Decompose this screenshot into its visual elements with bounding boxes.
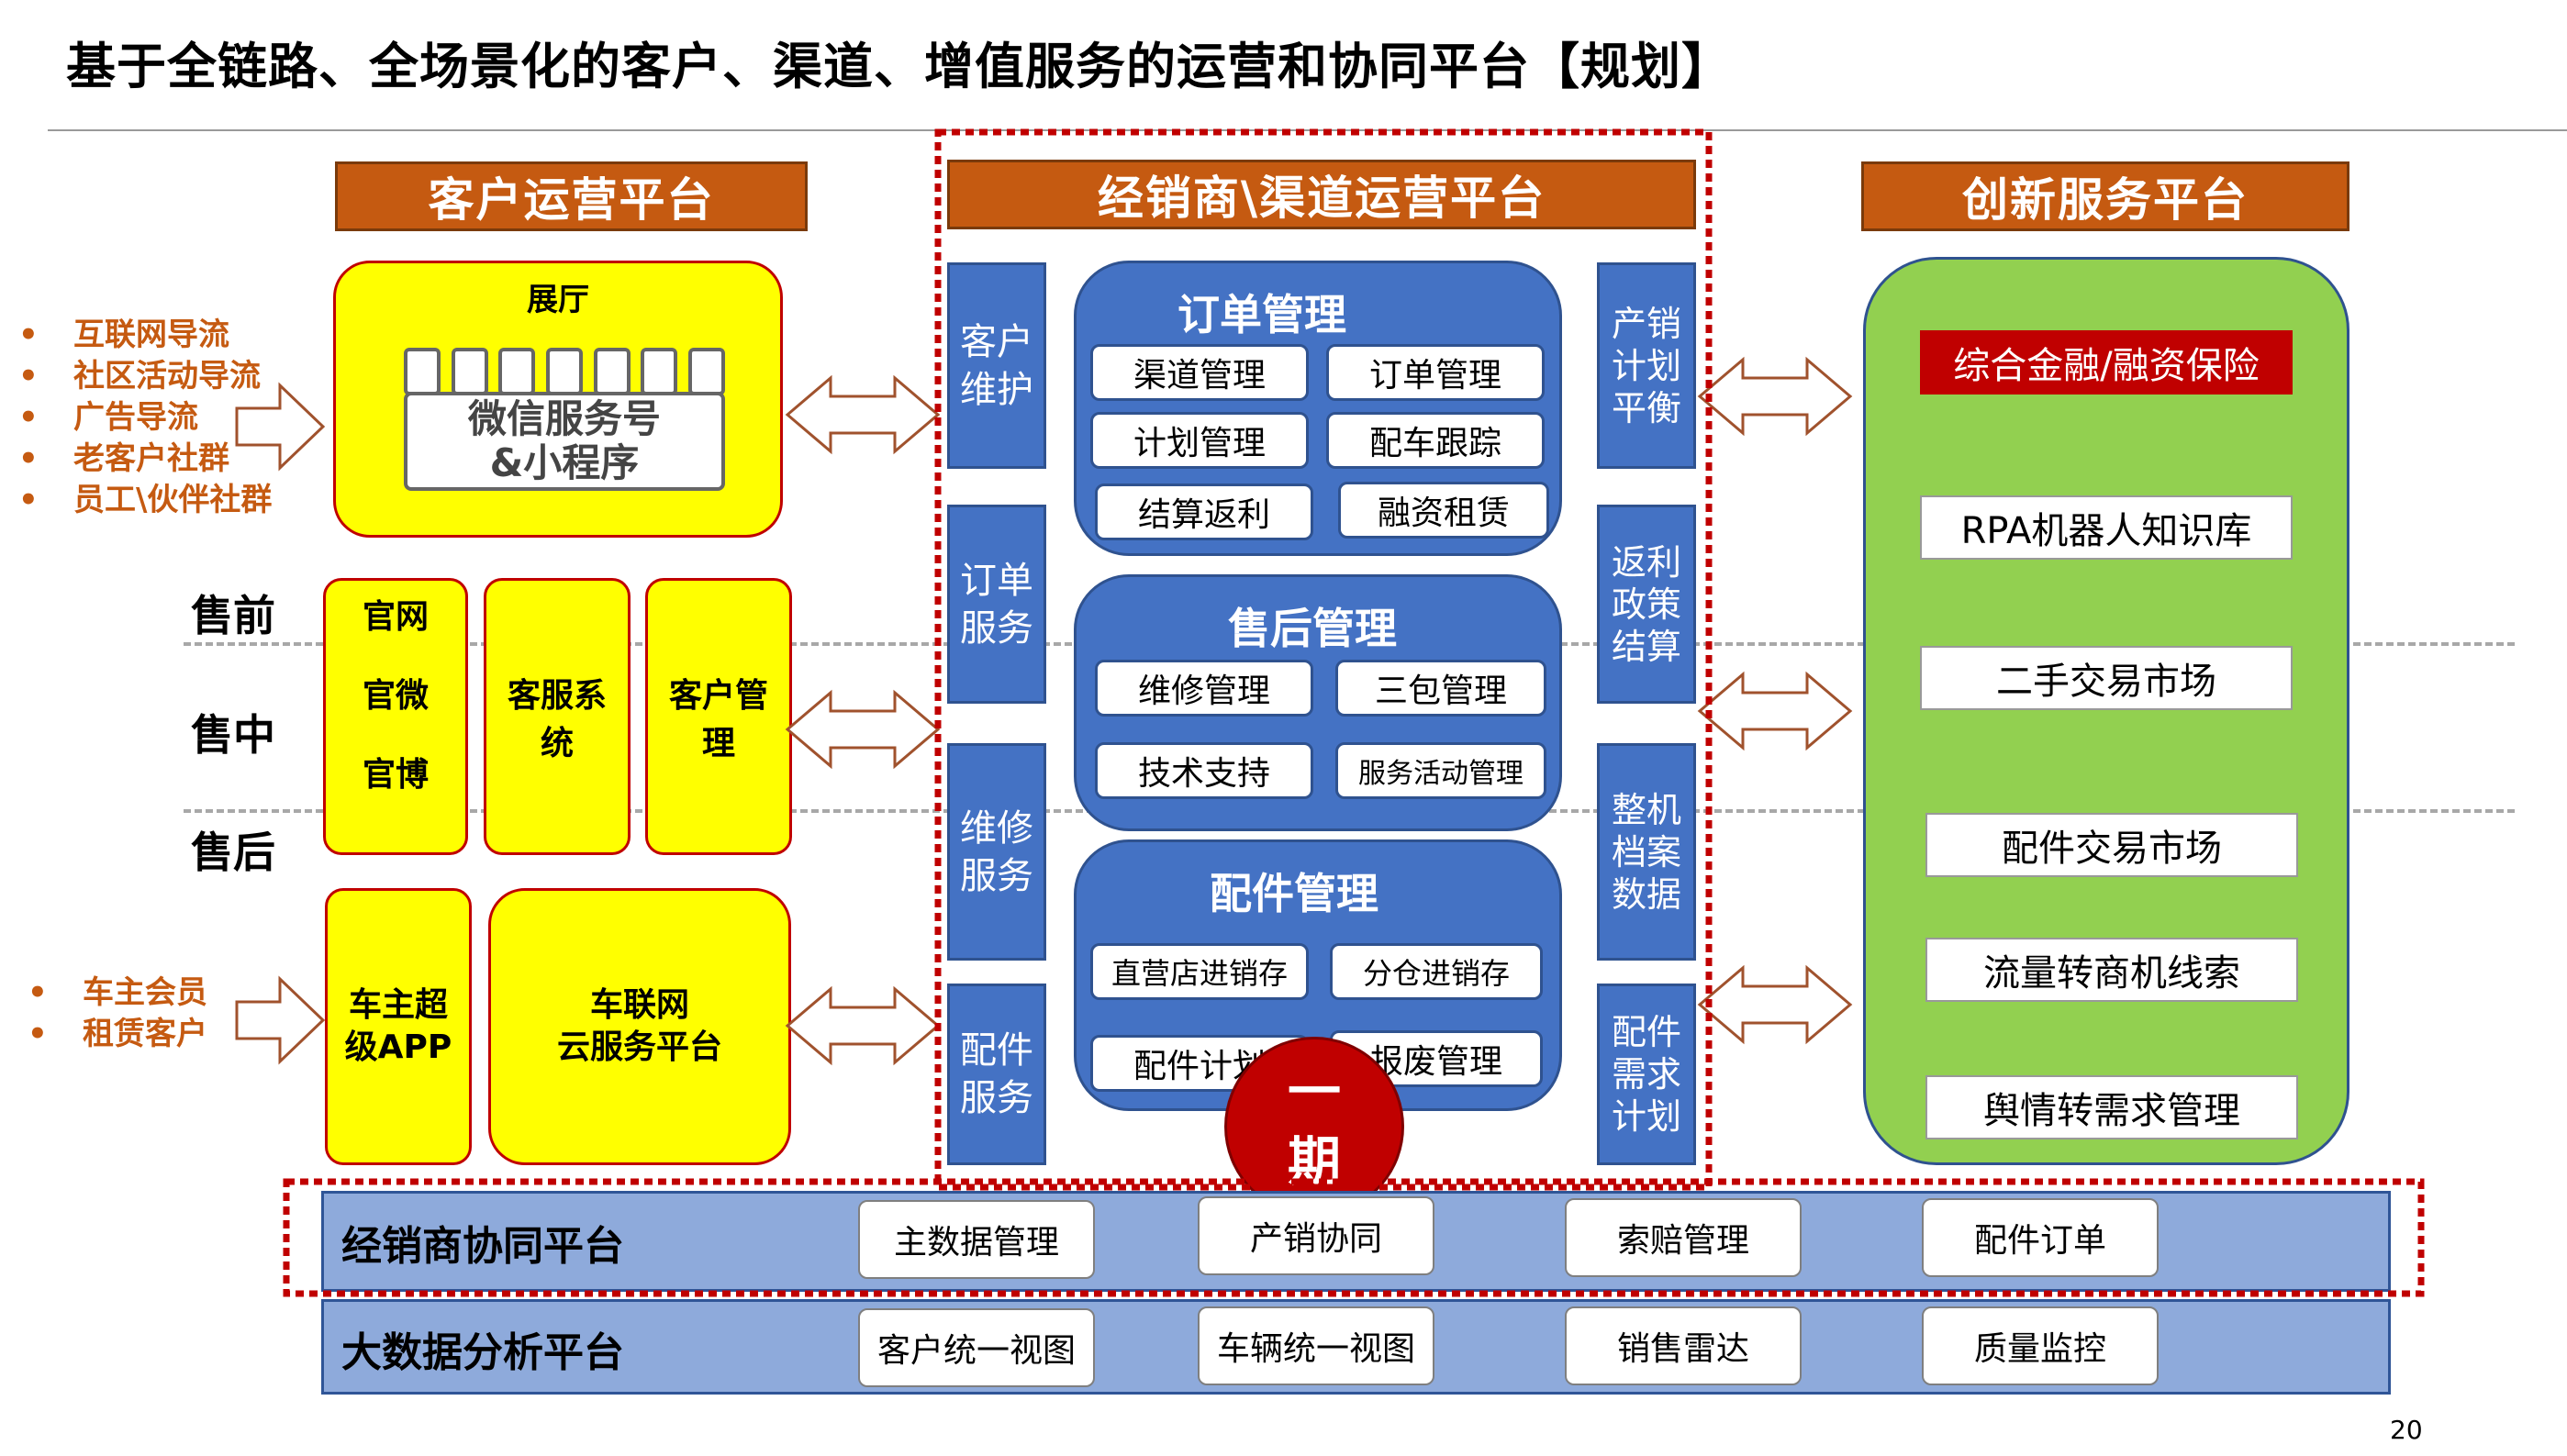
arrow-traffic-to-showroom [235,382,326,472]
stage-presale: 售前 [191,591,275,640]
btn-direct-store-inventory[interactable]: 直营店进销存 [1090,943,1309,1000]
double-arrow-dealer-innovation-2 [1697,671,1853,751]
item-traffic-leads[interactable]: 流量转商机线索 [1925,938,2298,1002]
aftersales-mgmt-title: 售后管理 [1228,604,1397,653]
btn-warehouse-inventory[interactable]: 分仓进销存 [1330,943,1543,1000]
list-item: •员工\伙伴社群 [18,482,273,518]
btn-settlement-rebate[interactable]: 结算返利 [1095,483,1313,540]
double-arrow-dealer-innovation-3 [1697,964,1853,1045]
col-customer-maintenance[interactable]: 客户维护 [947,262,1046,469]
stage-insale: 售中 [191,710,275,760]
title-divider [48,129,2567,131]
double-arrow-iov-dealer [785,985,941,1066]
page-number: 20 [2390,1415,2423,1445]
dealer-collab-label: 经销商协同平台 [341,1223,624,1270]
btn-finance-lease[interactable]: 融资租赁 [1338,482,1549,539]
bigdata-label: 大数据分析平台 [341,1329,624,1376]
wechat-miniprogram-card[interactable]: 微信服务号 &小程序 [404,392,725,491]
double-arrow-dealer-innovation-1 [1697,356,1853,437]
col-rebate-settlement[interactable]: 返利政策结算 [1597,505,1696,704]
btn-production-sales-collab[interactable]: 产销协同 [1198,1196,1434,1275]
col-order-service[interactable]: 订单服务 [947,505,1046,704]
order-mgmt-panel: 订单管理 渠道管理 订单管理 计划管理 配车跟踪 结算返利 融资租赁 [1074,261,1562,556]
list-item: •广告导流 [18,399,198,436]
list-item: •互联网导流 [18,317,229,353]
col-parts-service[interactable]: 配件服务 [947,984,1046,1165]
order-mgmt-title: 订单管理 [1177,290,1346,339]
customer-management-box[interactable]: 客户管理 [645,578,792,855]
owner-app-label: 车主超级APP [344,986,452,1066]
arrow-owners-to-app [235,975,326,1065]
double-arrow-customer-mgmt-dealer [785,689,941,770]
channel-official-wechat: 官微 [362,677,429,715]
official-channels-box[interactable]: 官网 官微 官博 [323,578,468,855]
list-item: •老客户社群 [18,440,229,477]
customer-platform-header: 客户运营平台 [335,161,808,231]
btn-vehicle-tracking[interactable]: 配车跟踪 [1326,412,1545,469]
double-arrow-showroom-dealer [785,374,941,455]
col-vehicle-archive[interactable]: 整机档案数据 [1597,743,1696,961]
customer-service-system-box[interactable]: 客服系统 [484,578,631,855]
iov-line2: 云服务平台 [556,1028,722,1066]
phase-one-dealer-frame [934,128,1713,1191]
customer-service-system-label: 客服系统 [507,677,607,762]
btn-vehicle-unified-view[interactable]: 车辆统一视图 [1198,1306,1434,1385]
parts-mgmt-title: 配件管理 [1210,869,1378,918]
channel-official-site: 官网 [362,598,429,636]
list-item: •车主会员 [28,974,207,1011]
btn-warranty-mgmt[interactable]: 三包管理 [1335,660,1546,717]
stage-aftersale: 售后 [191,828,275,877]
traffic-source-list: •互联网导流 •社区活动导流 •广告导流 •老客户社群 •员工\伙伴社群 [18,315,272,521]
btn-claim-mgmt[interactable]: 索赔管理 [1565,1198,1802,1277]
btn-channel-mgmt[interactable]: 渠道管理 [1090,344,1309,401]
col-repair-service[interactable]: 维修服务 [947,743,1046,961]
item-integrated-finance[interactable]: 综合金融/融资保险 [1920,330,2293,395]
list-item: •租赁客户 [28,1016,207,1052]
item-rpa-knowledge[interactable]: RPA机器人知识库 [1920,495,2293,560]
btn-service-activity[interactable]: 服务活动管理 [1335,742,1546,799]
page-title: 基于全链路、全场景化的客户、渠道、增值服务的运营和协同平台【规划】 [66,38,1732,95]
btn-order-mgmt[interactable]: 订单管理 [1326,344,1545,401]
btn-parts-order[interactable]: 配件订单 [1922,1198,2159,1277]
phase-badge-line1: 一 [1287,1061,1341,1123]
showroom-label: 展厅 [527,282,589,318]
innovation-platform-header: 创新服务平台 [1861,161,2349,231]
showroom-box[interactable]: 展厅 微信服务号 &小程序 [333,261,783,538]
wechat-line2: &小程序 [489,440,640,485]
parts-mgmt-panel: 配件管理 直营店进销存 分仓进销存 配件计划 报废管理 [1074,839,1562,1111]
btn-tech-support[interactable]: 技术支持 [1095,742,1313,799]
btn-repair-mgmt[interactable]: 维修管理 [1095,660,1313,717]
list-item: •社区活动导流 [18,358,261,395]
innovation-platform-body [1863,257,2349,1165]
col-production-sales-balance[interactable]: 产销计划平衡 [1597,262,1696,469]
channel-official-weibo: 官博 [362,756,429,794]
wechat-line1: 微信服务号 [467,396,661,441]
item-used-market[interactable]: 二手交易市场 [1920,646,2293,710]
dealer-platform-header: 经销商\渠道运营平台 [947,160,1696,229]
film-strip-icon [404,348,725,395]
iov-platform-box[interactable]: 车联网 云服务平台 [488,888,791,1165]
col-parts-demand-plan[interactable]: 配件需求计划 [1597,984,1696,1165]
btn-quality-monitor[interactable]: 质量监控 [1922,1306,2159,1385]
btn-sales-radar[interactable]: 销售雷达 [1565,1306,1802,1385]
item-sentiment-demand[interactable]: 舆情转需求管理 [1925,1075,2298,1139]
btn-master-data[interactable]: 主数据管理 [858,1200,1095,1279]
item-parts-market[interactable]: 配件交易市场 [1925,813,2298,877]
aftersales-mgmt-panel: 售后管理 维修管理 三包管理 技术支持 服务活动管理 [1074,574,1562,831]
btn-parts-plan[interactable]: 配件计划 [1090,1035,1309,1092]
phase-one-collab-frame [283,1178,2425,1297]
customer-management-label: 客户管理 [668,677,768,762]
owner-app-box[interactable]: 车主超级APP [325,888,472,1165]
btn-plan-mgmt[interactable]: 计划管理 [1090,412,1309,469]
btn-customer-unified-view[interactable]: 客户统一视图 [858,1308,1095,1387]
owner-source-list: •车主会员 •租赁客户 [28,973,207,1055]
iov-line1: 车联网 [589,986,689,1024]
